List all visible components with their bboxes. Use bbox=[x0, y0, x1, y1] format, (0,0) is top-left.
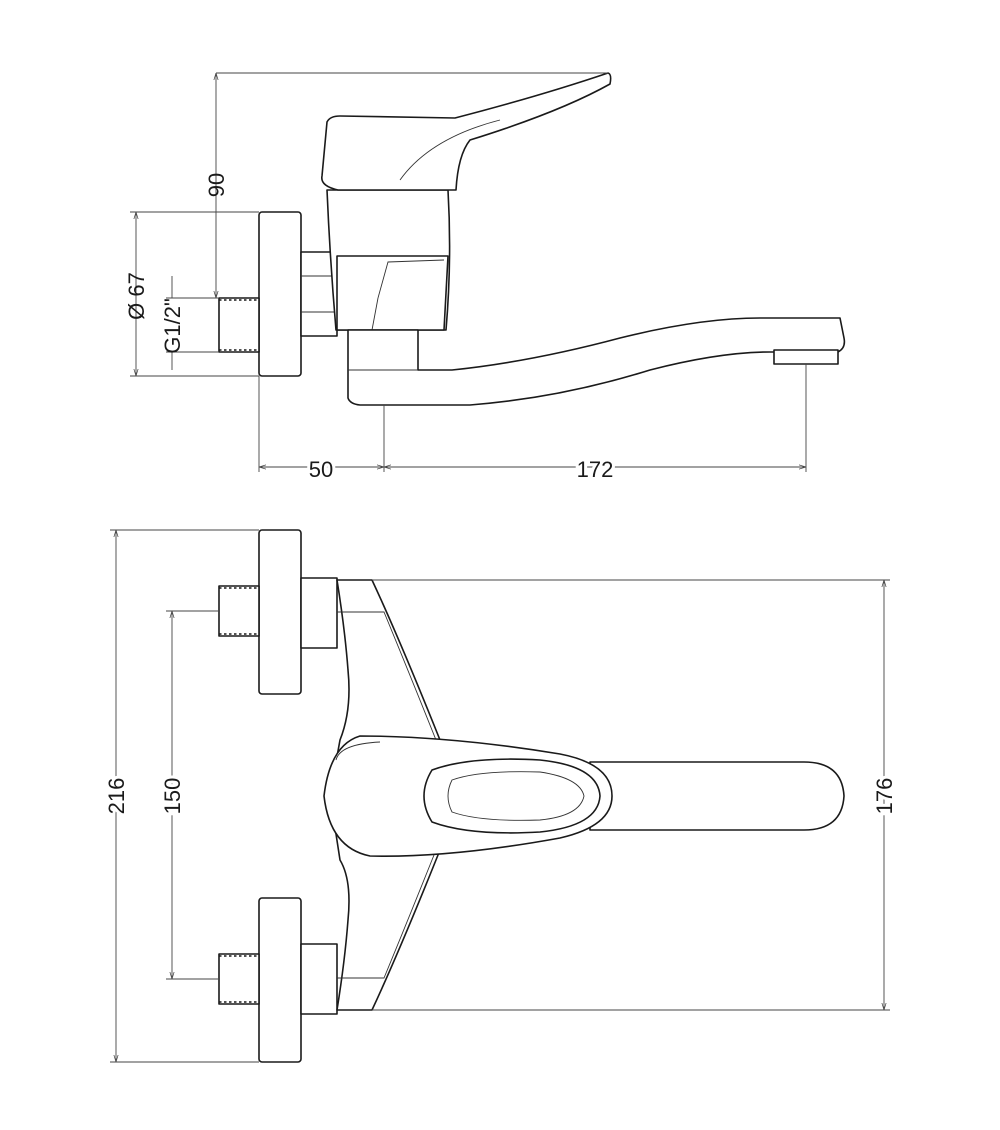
dim-label-150: 150 bbox=[160, 778, 185, 815]
top-rosette-lower bbox=[258, 897, 302, 1063]
dim-label-thread: G1/2" bbox=[160, 298, 185, 354]
dim-label-216: 216 bbox=[104, 778, 129, 815]
top-inlet-upper bbox=[218, 585, 260, 637]
side-lever bbox=[321, 72, 612, 191]
top-view: 216 150 176 bbox=[101, 529, 900, 1063]
side-view: 90 Ø 67 G1/2" 50 172 bbox=[124, 72, 846, 485]
dim-label-172: 172 bbox=[577, 457, 614, 482]
side-inlet-thread bbox=[218, 297, 260, 353]
side-aerator bbox=[773, 349, 839, 365]
dim-label-90: 90 bbox=[204, 173, 229, 197]
dim-label-diameter: Ø 67 bbox=[124, 272, 149, 320]
top-lever-grip bbox=[423, 758, 601, 834]
top-spout bbox=[589, 761, 845, 831]
side-connector bbox=[300, 251, 338, 337]
dim-label-50: 50 bbox=[309, 457, 333, 482]
top-rosette-upper bbox=[258, 529, 302, 695]
side-spout bbox=[347, 317, 846, 406]
top-inlet-lower bbox=[218, 953, 260, 1005]
side-rosette bbox=[258, 211, 302, 377]
side-cap bbox=[336, 255, 449, 331]
dim-label-176: 176 bbox=[872, 778, 897, 815]
